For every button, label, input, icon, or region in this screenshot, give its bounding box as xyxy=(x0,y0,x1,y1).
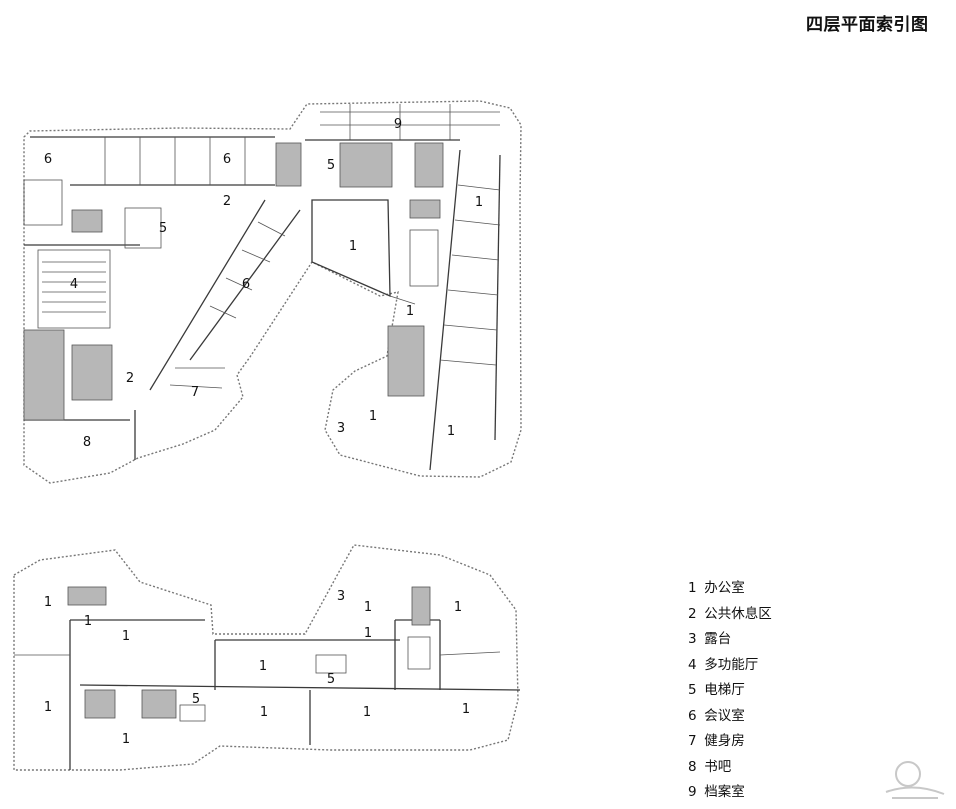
watermark-logo xyxy=(885,761,945,799)
room-label: 2 xyxy=(223,194,231,209)
room-label: 6 xyxy=(44,152,52,167)
room-label: 1 xyxy=(475,195,483,210)
room-label: 1 xyxy=(369,409,377,424)
room-label: 1 xyxy=(364,600,372,615)
room-label: 1 xyxy=(406,304,414,319)
room-label: 1 xyxy=(44,700,52,715)
room-label: 7 xyxy=(191,385,199,400)
lower-plan-labels: 1 1 3 1 1 1 1 5 5 1 1 1 1 1 1 xyxy=(44,589,470,747)
upper-plan-outline xyxy=(23,100,522,484)
room-label: 1 xyxy=(447,424,455,439)
room-label: 1 xyxy=(44,595,52,610)
room-label: 5 xyxy=(327,672,335,687)
room-label: 1 xyxy=(259,659,267,674)
room-label: 5 xyxy=(192,692,200,707)
room-label: 5 xyxy=(159,221,167,236)
room-label: 6 xyxy=(223,152,231,167)
room-label: 9 xyxy=(394,117,402,132)
legend-item: 3 露台 xyxy=(688,631,732,647)
legend-item: 7 健身房 xyxy=(688,733,745,749)
legend-item: 9 档案室 xyxy=(688,784,745,800)
room-label: 8 xyxy=(83,435,91,450)
room-label: 3 xyxy=(337,421,345,436)
room-label: 1 xyxy=(122,732,130,747)
room-label: 1 xyxy=(454,600,462,615)
room-label: 1 xyxy=(462,702,470,717)
legend-item: 2 公共休息区 xyxy=(688,605,772,622)
room-label: 1 xyxy=(260,705,268,720)
auditorium-seating xyxy=(37,249,111,329)
room-label: 4 xyxy=(70,277,78,292)
room-label: 1 xyxy=(122,629,130,644)
room-label: 3 xyxy=(337,589,345,604)
page-title: 四层平面索引图 xyxy=(806,15,929,35)
room-label: 1 xyxy=(364,626,372,641)
legend-item: 6 会议室 xyxy=(688,707,745,724)
lower-plan-outline xyxy=(13,544,519,771)
room-label: 5 xyxy=(327,158,335,173)
room-label: 1 xyxy=(349,239,357,254)
room-legend: 1 办公室 2 公共休息区 3 露台 4 多功能厅 5 电梯厅 6 会议室 7 … xyxy=(688,578,772,808)
legend-item: 1 办公室 xyxy=(688,580,745,596)
lower-floor-plan xyxy=(13,544,521,771)
upper-plan-labels: 6 6 9 5 2 5 1 1 4 6 1 2 7 1 3 1 8 xyxy=(44,117,483,450)
room-label: 1 xyxy=(84,614,92,629)
room-label: 1 xyxy=(363,705,371,720)
legend-item: 4 多功能厅 xyxy=(688,656,759,673)
upper-floor-plan xyxy=(23,100,522,484)
room-label: 2 xyxy=(126,371,134,386)
legend-item: 5 电梯厅 xyxy=(688,682,745,698)
room-label: 6 xyxy=(242,277,250,292)
legend-item: 8 书吧 xyxy=(688,758,732,775)
